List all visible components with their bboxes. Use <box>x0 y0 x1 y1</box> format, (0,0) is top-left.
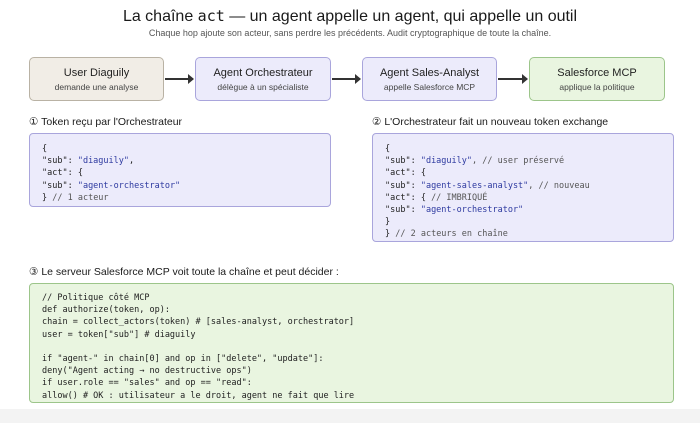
node-title: Salesforce MCP <box>557 67 637 79</box>
step2-heading: ② L'Orchestrateur fait un nouveau token … <box>372 116 609 128</box>
node-subtitle: délègue à un spécialiste <box>217 82 309 92</box>
title-code: act <box>197 7 225 25</box>
code-line: "act": { <box>42 168 83 179</box>
page-subtitle: Chaque hop ajoute son acteur, sans perdr… <box>148 28 552 38</box>
step1-code-block: { "sub": "diaguily","act": {"sub": "agent… <box>29 133 331 207</box>
step1-heading: ① Token reçu par l'Orchestrateur <box>29 116 183 128</box>
code-line: // Politique côté MCP <box>42 293 150 303</box>
page-title: La chaîne act — un agent appelle un agen… <box>0 7 700 26</box>
code-line: if user.role == "sales" and op == "read"… <box>42 378 252 389</box>
code-line: "sub": "agent-sales-analyst", // nouveau <box>385 180 590 191</box>
node-title: User Diaguily <box>63 67 130 79</box>
code-line: deny("Agent acting → no destructive ops"… <box>42 366 252 377</box>
title-after: — un agent appelle un agent, qui appelle… <box>224 8 578 25</box>
code-line: { <box>385 144 391 154</box>
node-subtitle: demande une analyse <box>54 82 139 92</box>
node-title: Agent Orchestrateur <box>213 67 313 79</box>
code-line: "sub": "agent-orchestrator" <box>385 204 524 215</box>
footer-band <box>0 409 700 423</box>
code-line: "sub": "diaguily", // user préservé <box>385 156 565 167</box>
code-line: "sub": "diaguily", <box>42 156 135 167</box>
flow-diagram: User Diaguily demande une analyse Agent … <box>0 57 700 102</box>
arrow-right-icon <box>165 74 194 84</box>
code-line: } <box>385 217 391 228</box>
code-line: "act": { <box>385 168 426 179</box>
node-user: User Diaguily demande une analyse <box>29 57 164 101</box>
code-line: { <box>42 144 48 154</box>
node-title: Agent Sales-Analyst <box>379 67 480 79</box>
code-line: } // 2 acteurs en chaîne <box>385 229 508 240</box>
node-subtitle: appelle Salesforce MCP <box>383 82 476 92</box>
step3-heading: ③ Le serveur Salesforce MCP voit toute l… <box>29 266 339 278</box>
title-before: La chaîne <box>122 8 198 25</box>
code-line: def authorize(token, op): <box>42 305 170 316</box>
code-line: chain = collect_actors(token) # [sales-a… <box>42 317 355 328</box>
node-subtitle: applique la politique <box>559 82 635 92</box>
code-line: allow() # OK : utilisateur a le droit, a… <box>42 390 355 401</box>
code-line <box>42 341 661 353</box>
arrow-right-icon <box>498 74 528 84</box>
node-salesforce-mcp: Salesforce MCP applique la politique <box>529 57 665 101</box>
code-line: if "agent-" in chain[0] and op in ["dele… <box>42 353 324 364</box>
code-line: user = token["sub"] # diaguily <box>42 329 196 340</box>
code-line: "sub": "agent-orchestrator" <box>42 180 181 191</box>
arrow-right-icon <box>332 74 361 84</box>
code-line: } // 1 acteur <box>42 192 109 203</box>
node-sales-analyst: Agent Sales-Analyst appelle Salesforce M… <box>362 57 497 101</box>
node-orchestrator: Agent Orchestrateur délègue à un spécial… <box>195 57 331 101</box>
code-line: "act": { // IMBRIQUÉ <box>385 192 488 203</box>
step3-code-block: // Politique côté MCP def authorize(token… <box>29 283 674 403</box>
step2-code-block: {"sub": "diaguily", // user préservé"act… <box>372 133 674 242</box>
